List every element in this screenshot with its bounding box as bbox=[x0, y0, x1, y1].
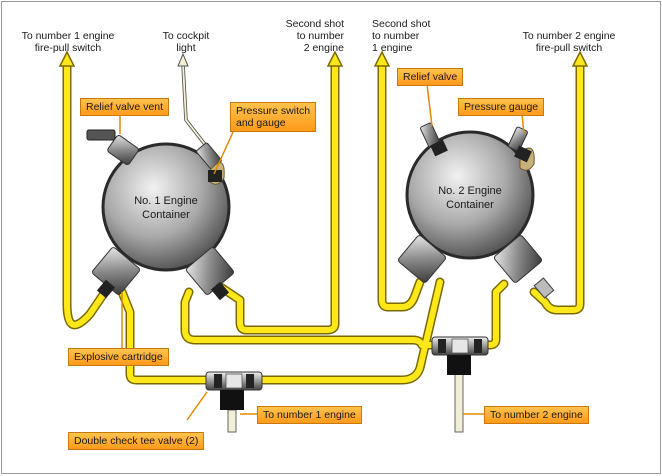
label-line: Second shot bbox=[372, 18, 431, 30]
label-line: and gauge bbox=[236, 117, 286, 129]
label-line: To number 2 engine bbox=[522, 30, 616, 42]
callout-to-engine-2: To number 2 engine bbox=[484, 406, 589, 424]
label-engine2-firepull: To number 2 engine fire-pull switch bbox=[514, 30, 624, 54]
callout-double-check-tee: Double check tee valve (2) bbox=[68, 432, 205, 450]
label-line: Container bbox=[142, 209, 190, 221]
pipe-network bbox=[62, 59, 585, 385]
label-cockpit-light: To cockpit light bbox=[154, 30, 218, 54]
callout-explosive-cartridge: Explosive cartridge bbox=[68, 348, 169, 366]
container-no1 bbox=[86, 129, 234, 301]
container-no2 bbox=[398, 122, 555, 299]
label-line: light bbox=[176, 42, 196, 54]
arrow-second-shot-2 bbox=[326, 50, 344, 67]
pipe-arrowheads bbox=[58, 50, 589, 67]
label-line: Container bbox=[446, 199, 494, 211]
label-line: Pressure switch bbox=[236, 105, 311, 117]
tee-valve-1 bbox=[205, 371, 263, 410]
label-line: fire-pull switch bbox=[535, 42, 603, 54]
label-line: To cockpit bbox=[162, 30, 210, 42]
callout-relief-valve: Relief valve bbox=[397, 68, 464, 86]
label-engine1-firepull: To number 1 engine fire-pull switch bbox=[16, 30, 120, 54]
callout-relief-valve-vent: Relief valve vent bbox=[80, 98, 170, 116]
label-line: to number bbox=[372, 30, 420, 42]
tee-valve-2 bbox=[431, 336, 489, 375]
cockpit-light-line bbox=[177, 52, 209, 149]
label-line: to number bbox=[296, 30, 344, 42]
label-line: No. 1 Engine bbox=[134, 195, 198, 207]
label-line: 1 engine bbox=[372, 42, 413, 54]
label-second-shot-1: Second shot to number 1 engine bbox=[372, 18, 452, 54]
arrow-engine2-firepull bbox=[571, 50, 589, 67]
arrow-second-shot-1 bbox=[373, 50, 391, 67]
label-line: Second shot bbox=[285, 18, 344, 30]
label-line: 2 engine bbox=[303, 42, 344, 54]
label-line: To number 1 engine bbox=[21, 30, 115, 42]
label-second-shot-2: Second shot to number 2 engine bbox=[264, 18, 344, 54]
arrow-engine1-firepull bbox=[58, 50, 76, 67]
container-no1-label: No. 1 Engine Container bbox=[116, 194, 216, 222]
label-line: No. 2 Engine bbox=[438, 185, 502, 197]
callout-pressure-gauge: Pressure gauge bbox=[458, 98, 545, 116]
container-no2-label: No. 2 Engine Container bbox=[420, 184, 520, 212]
callout-leaders bbox=[119, 83, 525, 421]
callout-to-engine-1: To number 1 engine bbox=[257, 406, 362, 424]
label-line: fire-pull switch bbox=[34, 42, 102, 54]
callout-pressure-switch-gauge: Pressure switch and gauge bbox=[230, 102, 317, 132]
